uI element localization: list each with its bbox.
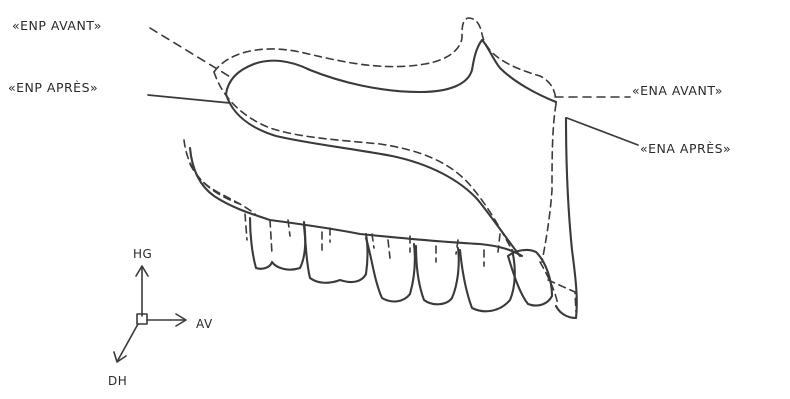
leader-ena-apres	[567, 118, 638, 145]
label-ena-avant: «ENA AVANT»	[632, 83, 723, 98]
axis-label-down: DH	[108, 374, 127, 388]
orientation-axes: HG AV DH	[108, 247, 213, 388]
leader-enp-apres	[148, 95, 230, 103]
label-enp-avant: «ENP AVANT»	[12, 18, 102, 33]
label-enp-apres: «ENP APRÈS»	[8, 80, 98, 95]
tooth-canine	[460, 250, 515, 311]
teeth	[250, 218, 552, 311]
label-ena-apres: «ENA APRÈS»	[640, 141, 731, 156]
axis-label-forward: AV	[196, 317, 213, 331]
axis-down-arrow	[118, 324, 138, 360]
maxilla-after-outline	[190, 40, 577, 318]
tooth-premolar-2	[416, 246, 459, 304]
axis-label-up: HG	[133, 247, 152, 261]
maxilla-before-outline	[184, 18, 576, 312]
leader-enp-avant	[150, 28, 232, 78]
tooth-molar-1	[250, 218, 305, 270]
